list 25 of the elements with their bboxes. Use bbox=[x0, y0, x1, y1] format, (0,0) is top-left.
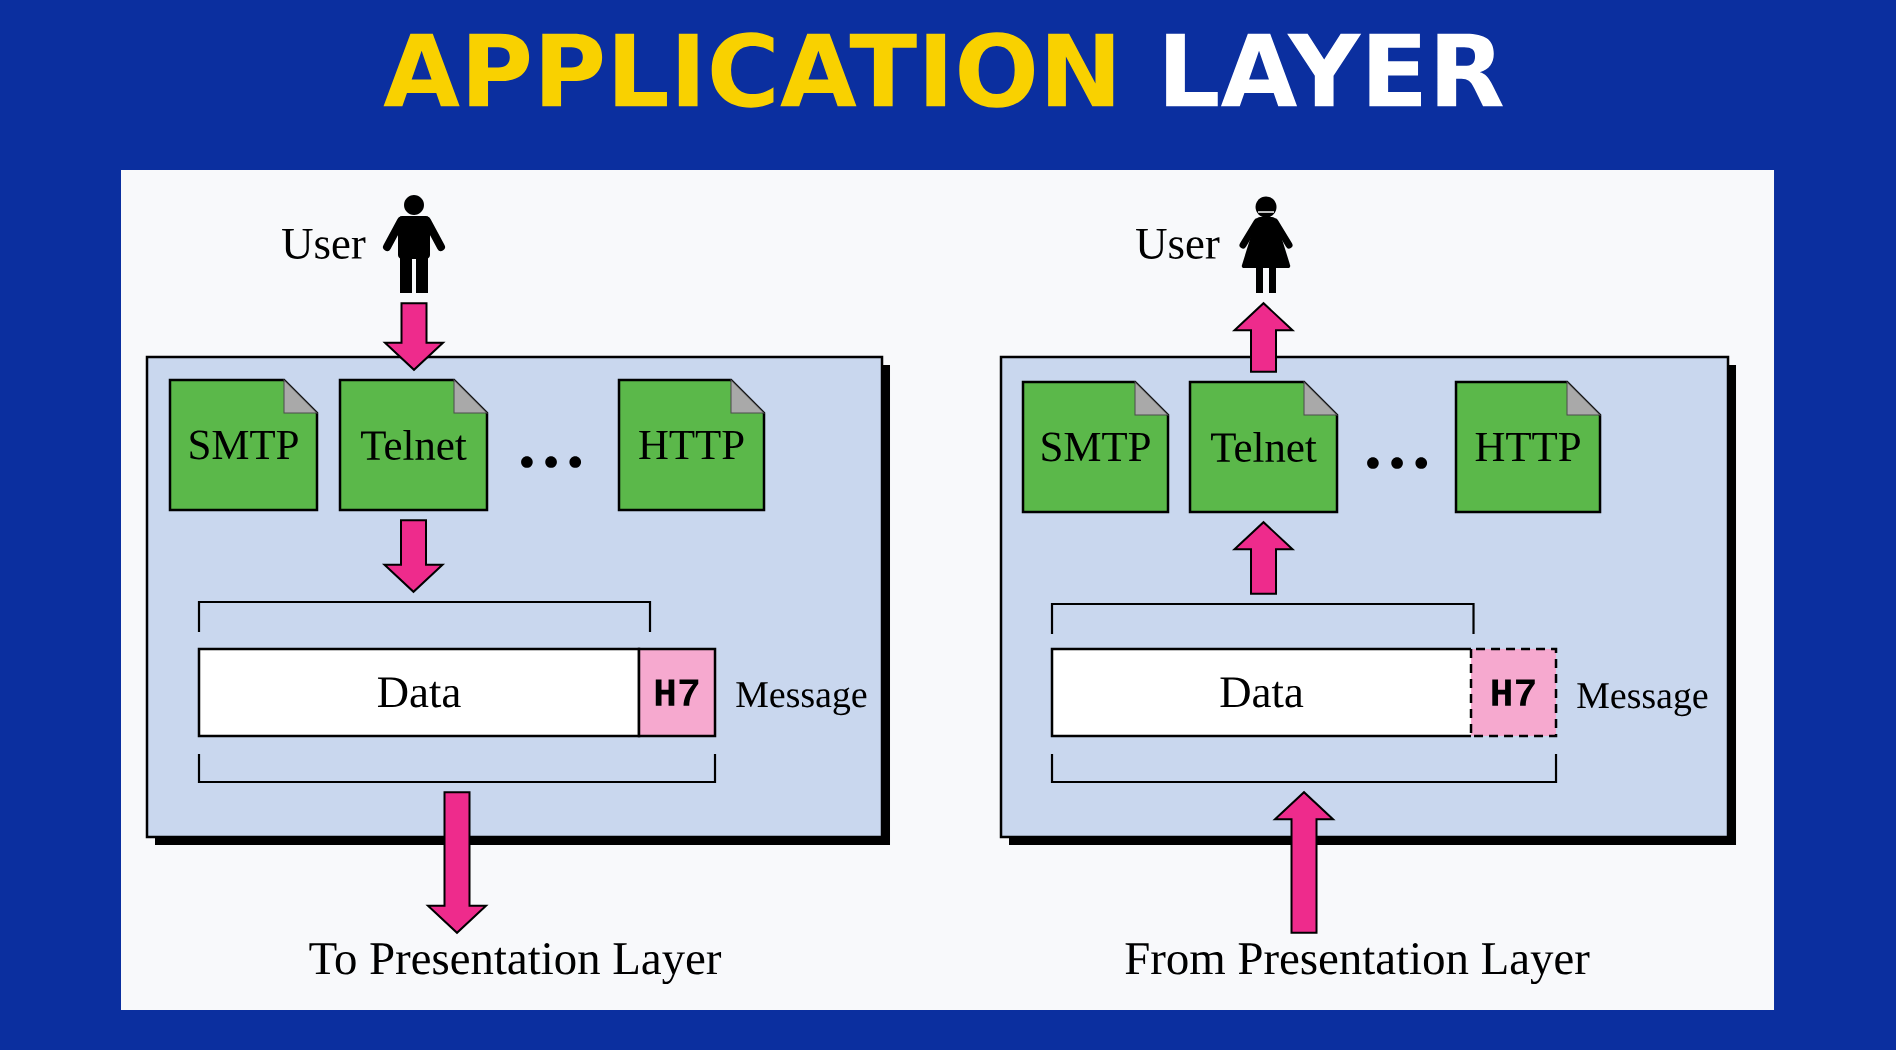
block-arrow bbox=[425, 791, 489, 935]
ellipsis: … bbox=[1367, 457, 1428, 469]
ellipsis: … bbox=[521, 456, 582, 468]
document-box: SMTP bbox=[168, 378, 319, 512]
block-arrow bbox=[1231, 520, 1296, 595]
block-arrow bbox=[382, 302, 446, 372]
message-label: Message bbox=[1577, 683, 1708, 717]
title: APPLICATION LAYER bbox=[383, 32, 1503, 108]
document-box: Telnet bbox=[1188, 380, 1339, 514]
document-box: HTTP bbox=[1454, 380, 1602, 514]
document-box: HTTP bbox=[617, 378, 766, 512]
layer-label: To Presentation Layer bbox=[309, 943, 722, 985]
message-label: Message bbox=[736, 682, 867, 716]
layer-label: From Presentation Layer bbox=[1125, 943, 1590, 985]
document-box: SMTP bbox=[1021, 380, 1170, 514]
document-box: Telnet bbox=[338, 378, 489, 512]
block-arrow bbox=[381, 519, 446, 594]
block-arrow bbox=[1272, 790, 1336, 934]
header-segment: H7 bbox=[1469, 647, 1558, 738]
header-segment: H7 bbox=[637, 647, 717, 738]
person-label: User bbox=[282, 229, 366, 259]
data-segment: Data bbox=[197, 647, 641, 738]
person-label: User bbox=[1136, 229, 1220, 259]
block-arrow bbox=[1231, 301, 1296, 373]
data-segment: Data bbox=[1050, 647, 1471, 738]
